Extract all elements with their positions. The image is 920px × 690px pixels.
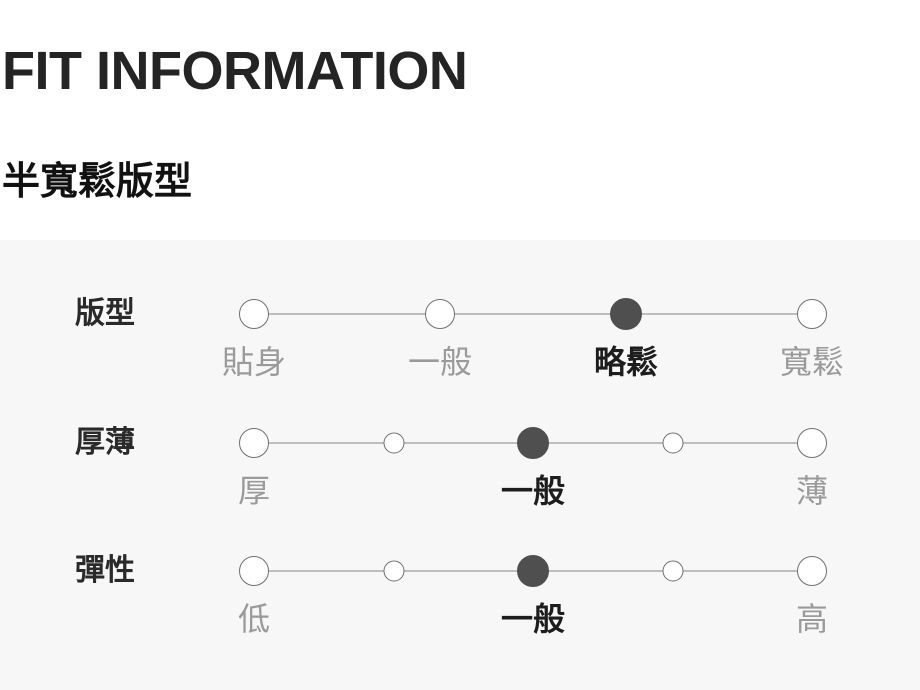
fit-option-label-selected: 一般	[500, 473, 566, 509]
fit-option-label: 一般	[407, 344, 472, 380]
fit-dot	[797, 299, 827, 329]
fit-dot-selected	[517, 427, 549, 459]
fit-dot	[424, 299, 455, 329]
page-title: FIT INFORMATION	[2, 41, 468, 102]
fit-dot	[239, 299, 269, 329]
fit-row-0: 版型 貼身 一般 略鬆 寬鬆	[0, 298, 920, 408]
fit-dot	[383, 432, 404, 454]
fit-dot-selected	[610, 298, 643, 330]
fit-option-label-selected: 一般	[500, 601, 566, 637]
fit-option-label: 寬鬆	[779, 344, 845, 380]
fit-row-label: 厚薄	[75, 426, 135, 459]
fit-row-2: 彈性 低 一般 高	[0, 555, 920, 665]
fit-dot	[383, 560, 404, 582]
fit-option-label: 厚	[237, 473, 271, 509]
fit-dot-selected	[517, 555, 549, 587]
fit-row-label: 版型	[75, 297, 135, 330]
fit-option-label: 薄	[795, 473, 829, 509]
fit-row-label: 彈性	[75, 554, 135, 587]
fit-option-label: 貼身	[221, 344, 287, 380]
fit-row-1: 厚薄 厚 一般 薄	[0, 427, 920, 537]
fit-scale-track: 厚 一般 薄	[238, 427, 828, 509]
fit-type-heading: 半寬鬆版型	[2, 160, 193, 203]
fit-dot	[239, 428, 269, 458]
fit-dot	[662, 432, 683, 454]
fit-scale-track: 低 一般 高	[238, 555, 828, 637]
fit-option-label: 低	[237, 601, 271, 637]
fit-scale-track: 貼身 一般 略鬆 寬鬆	[222, 298, 844, 380]
fit-option-label-selected: 略鬆	[594, 344, 659, 380]
fit-dot	[239, 556, 269, 586]
fit-dot	[797, 428, 827, 458]
fit-dot	[662, 560, 683, 582]
fit-option-label: 高	[795, 601, 829, 637]
fit-panel: 版型 貼身一般略鬆寬鬆 厚薄 厚一般薄 彈性 低一般高	[0, 240, 920, 690]
fit-dot	[797, 556, 827, 586]
